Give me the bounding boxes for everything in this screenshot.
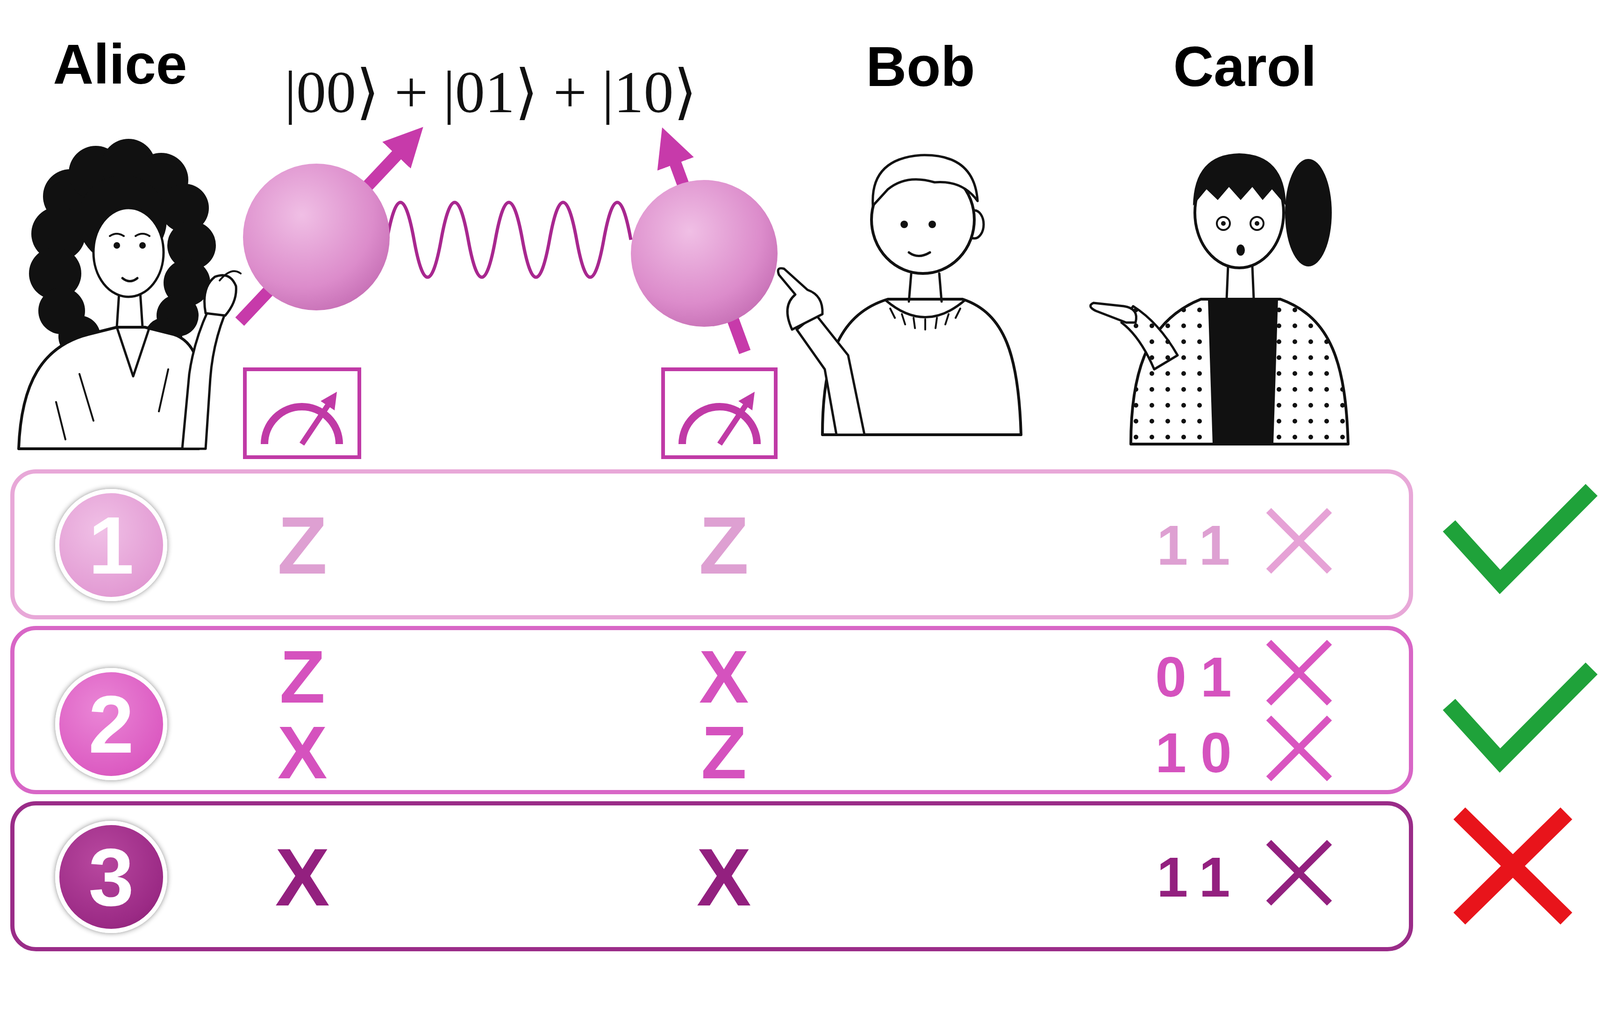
measurement-meter-part: [301, 402, 330, 444]
measurement-meter-part: [264, 406, 340, 444]
carol-figure-part: [1216, 216, 1230, 230]
callout-number-text: 1: [88, 504, 134, 586]
measurement-basis: X: [277, 714, 328, 790]
entangled-qubits-part: [386, 202, 631, 278]
bob-figure-part: [885, 300, 965, 318]
fail-mark-part: [1459, 813, 1567, 919]
alice-figure-part: [113, 242, 121, 249]
alice-figure-part: [204, 275, 237, 316]
bob-figure-part: [796, 314, 865, 435]
entangled-qubits: [239, 149, 778, 352]
check-mark-part: [1449, 489, 1592, 582]
person-name: Carol: [1173, 38, 1317, 95]
measurement-meter-part: [663, 369, 776, 458]
carol-figure-part: [1285, 158, 1332, 267]
scenario-band: ZX01XZ102: [10, 625, 1414, 794]
bob-figure-part: [890, 308, 961, 330]
outcome-bits: 11: [1157, 848, 1245, 905]
callout-number: 1: [55, 488, 168, 601]
person-name: Alice: [53, 35, 188, 93]
measurement-basis: Z: [277, 504, 328, 586]
carol-figure-part: [1090, 302, 1137, 323]
alice-figure-part: [56, 369, 169, 440]
bob-figure-part: [900, 220, 908, 229]
measurement-basis: Z: [700, 714, 747, 790]
measurement-meter-part: [719, 402, 748, 444]
carol-figure-part: [1226, 266, 1254, 300]
measurement-basis: Z: [279, 639, 326, 715]
alice-figure-part: [182, 310, 225, 449]
entangled-qubits-part: [239, 149, 402, 322]
carol-figure-part: [1207, 299, 1279, 444]
check-mark: [1449, 489, 1592, 761]
cross-mark: [1268, 510, 1330, 903]
carol-figure-part: [1250, 216, 1264, 230]
scenario-band: ZZ111: [10, 469, 1414, 620]
measurement-basis: X: [275, 835, 330, 918]
alice-figure-part: [219, 271, 241, 281]
cross-mark-part: [1268, 842, 1330, 903]
measurement-meter-part: [682, 406, 758, 444]
outcome-bits: 10: [1155, 724, 1246, 781]
outcome-bits: 01: [1155, 648, 1246, 705]
carol-figure-part: [1130, 299, 1349, 444]
bob-figure-part: [928, 220, 936, 229]
carol-figure-part: [1236, 244, 1245, 256]
check-mark-part: [1449, 668, 1592, 761]
carol-figure-part: [1221, 221, 1226, 226]
callout-number-text: 3: [88, 835, 134, 918]
person-name: Bob: [865, 38, 975, 95]
bob-figure-part: [778, 268, 823, 330]
scenario-band: X X 11 3: [10, 800, 1414, 951]
alice-figure-part: [139, 242, 146, 249]
fail-mark: [1459, 813, 1567, 919]
bob-figure-part: [872, 155, 978, 206]
alice-figure-part: [18, 327, 202, 449]
carol-figure-part: [1192, 153, 1286, 206]
cross-mark-part: [1268, 717, 1330, 779]
carol-figure-part: [1254, 221, 1260, 226]
alice-figure-part: [28, 138, 216, 358]
entangled-qubits-part: [242, 163, 390, 311]
cross-mark-part: [1268, 642, 1330, 703]
alice-figure: [18, 138, 241, 449]
bob-figure-part: [908, 252, 930, 257]
entangled-qubits-part: [630, 179, 778, 327]
alice-figure-part: [93, 207, 164, 297]
bob-figure-part: [908, 273, 942, 302]
alice-figure-part: [109, 233, 150, 236]
state-formula: |00⟩ + |01⟩ + |10⟩: [284, 62, 697, 122]
bob-figure: [778, 155, 1022, 435]
measurement-basis: X: [696, 835, 752, 918]
measurement-meter: [244, 369, 776, 458]
callout-number: 3: [55, 820, 168, 933]
measurement-basis: X: [699, 639, 750, 715]
carol-figure: [1090, 153, 1349, 444]
measurement-meter-part: [244, 369, 360, 458]
callout-number: 2: [55, 667, 168, 780]
callout-number-text: 2: [88, 683, 134, 765]
cross-mark-part: [1268, 510, 1330, 572]
alice-figure-part: [116, 327, 150, 377]
measurement-basis: Z: [699, 504, 750, 586]
outcome-bits: 11: [1157, 516, 1245, 573]
alice-figure-part: [122, 278, 138, 282]
